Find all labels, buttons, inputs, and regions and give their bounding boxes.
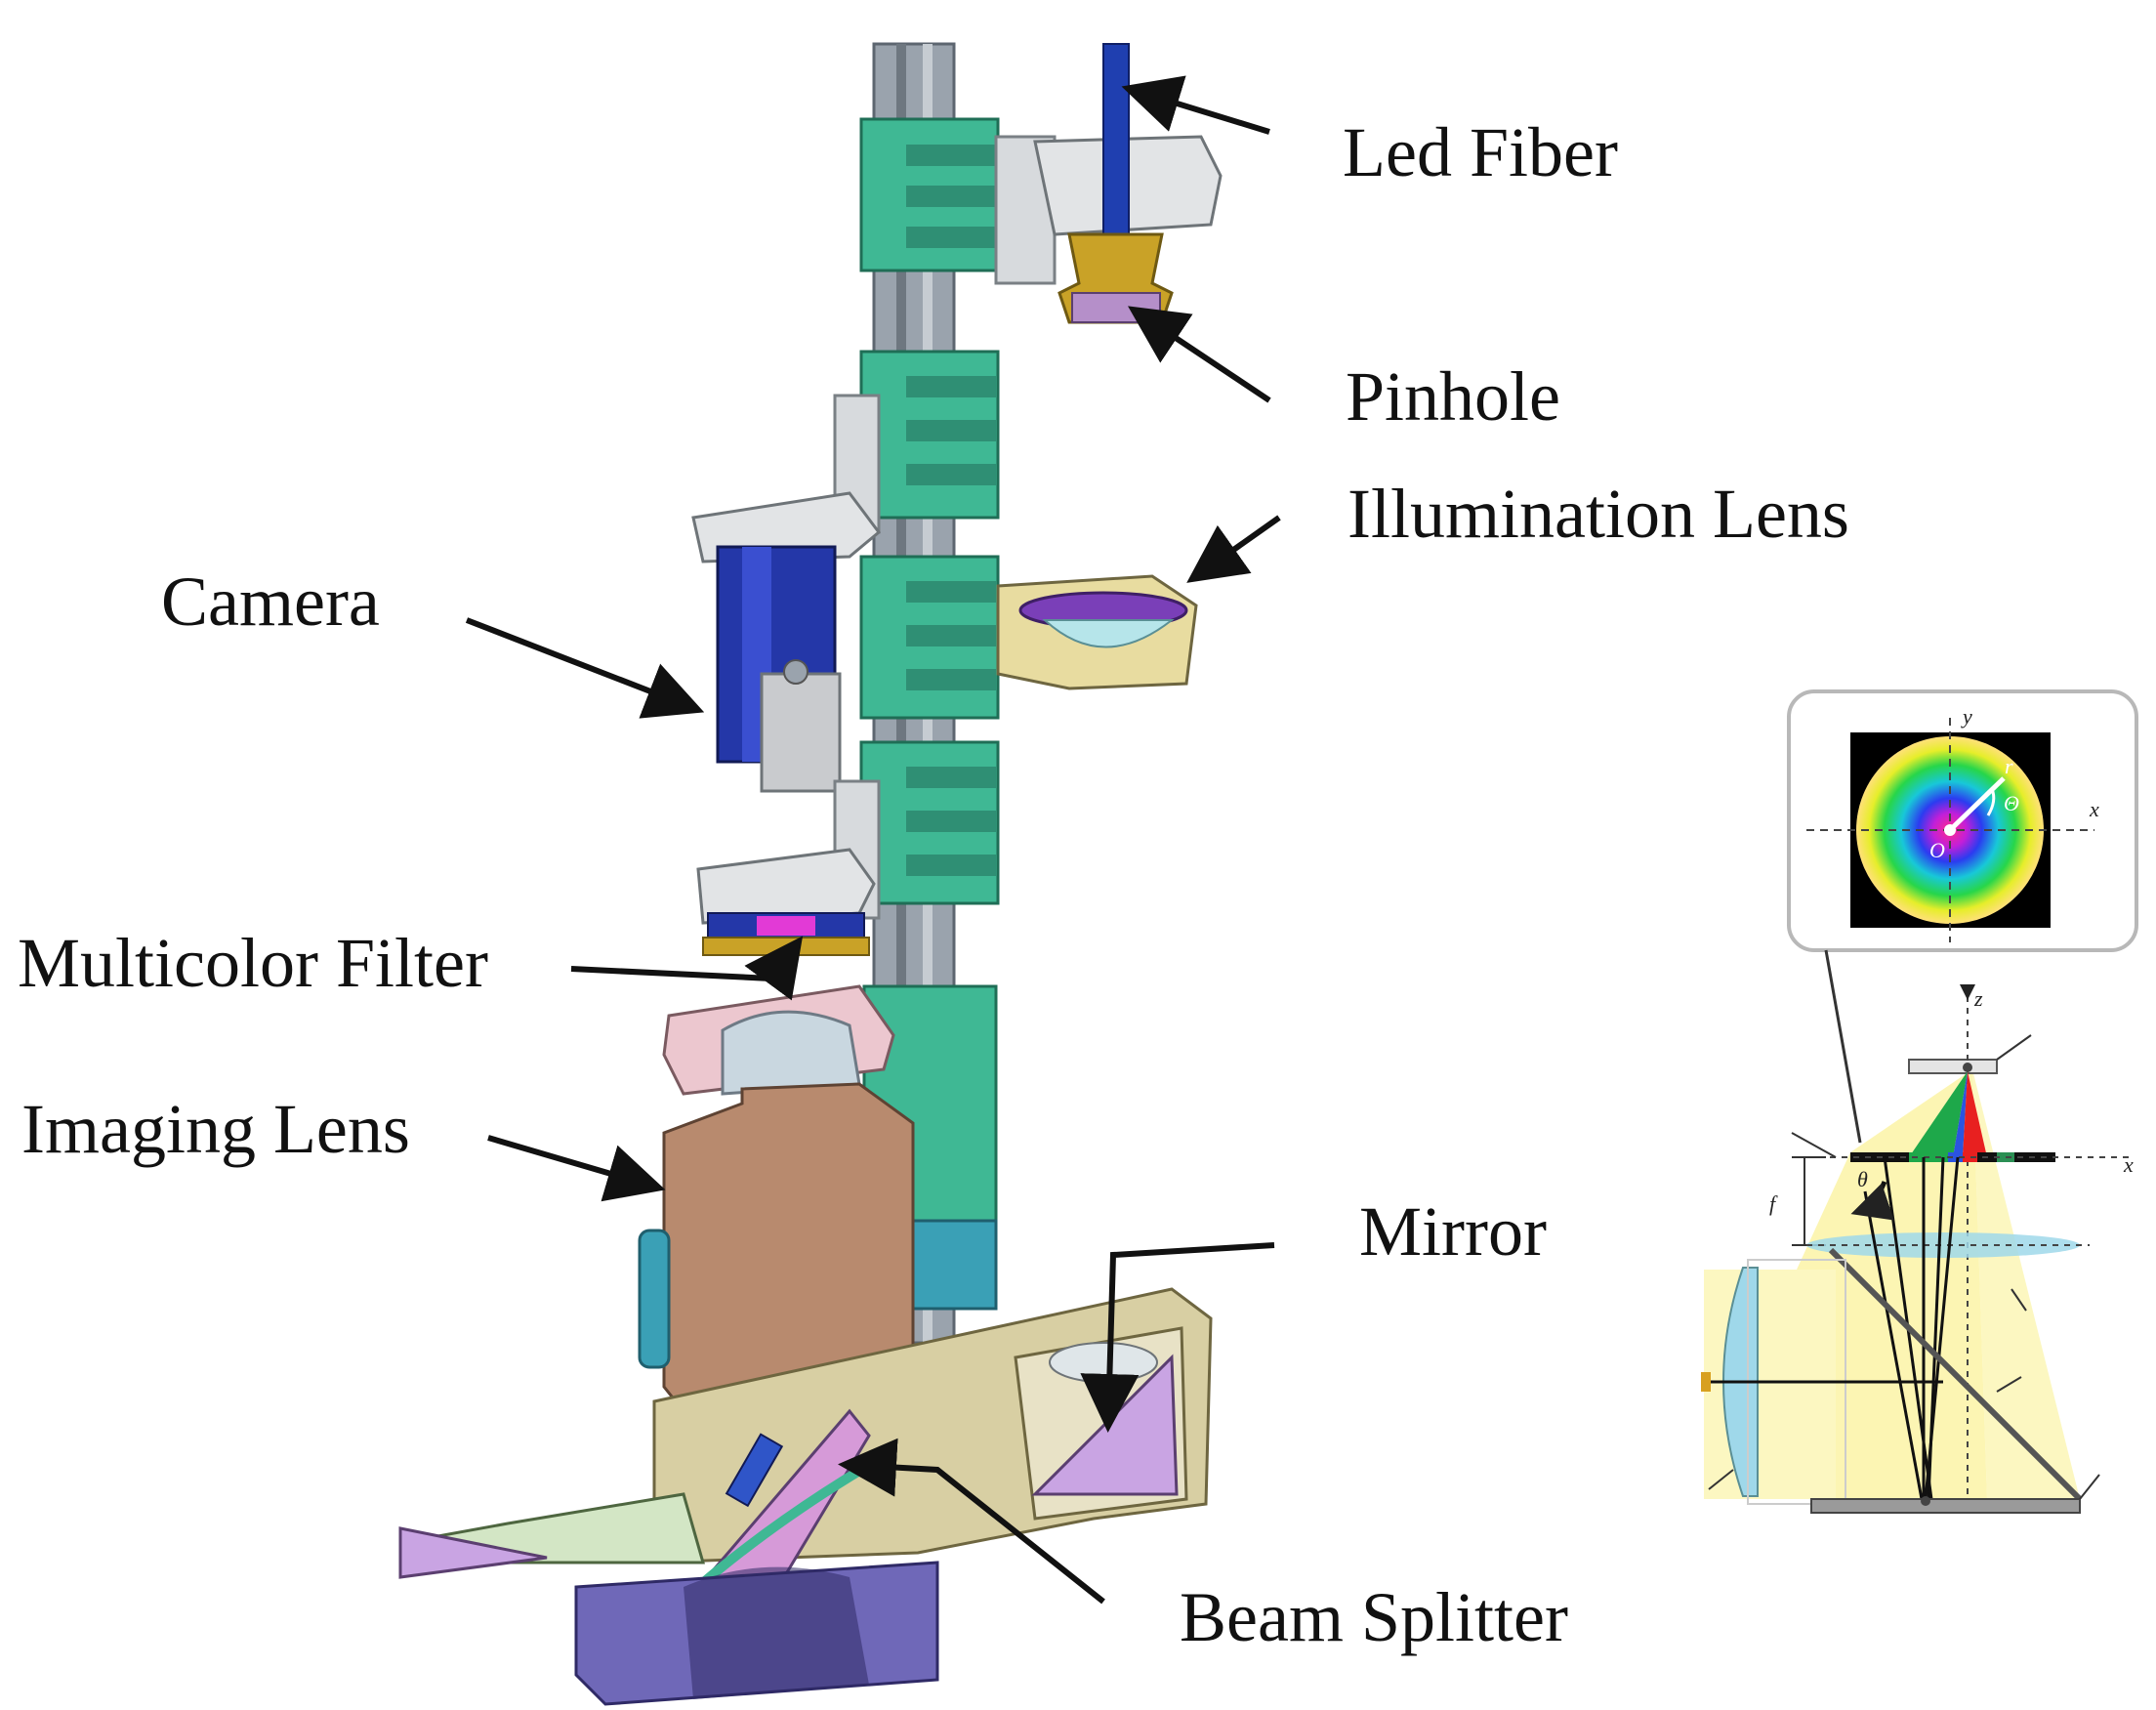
inset-radius: r	[2005, 754, 2013, 778]
label-pinhole: Pinhole	[1346, 357, 1560, 436]
inset-origin: O	[1929, 838, 1945, 862]
arrow-camera	[465, 617, 705, 719]
schematic-angle: θ	[1857, 1167, 1868, 1191]
led-fiber	[1102, 43, 1130, 240]
label-imaging-lens: Imaging Lens	[21, 1090, 410, 1168]
illumination-bracket	[859, 555, 1198, 720]
optical-schematic: z x f θ	[1701, 984, 2134, 1514]
arrow-beam-splitter	[838, 1438, 1105, 1605]
camera-unit	[691, 491, 882, 793]
label-camera: Camera	[161, 563, 380, 641]
callout-arrows	[465, 75, 1281, 1605]
camera-bracket	[833, 350, 1000, 534]
light-path-region	[1797, 1069, 1987, 1499]
schematic-axis-z: z	[1973, 986, 1983, 1011]
imaging-lens-body	[662, 1082, 915, 1413]
arrow-pinhole	[1128, 306, 1271, 403]
label-multicolor-filter: Multicolor Filter	[18, 924, 488, 1002]
schematic-beam-splitter	[1828, 1247, 2083, 1502]
label-mirror: Mirror	[1359, 1192, 1547, 1271]
inset-angle: Θ	[2004, 791, 2019, 815]
inset-axis-x: x	[2089, 797, 2099, 821]
cad-assembly	[398, 42, 1223, 1706]
label-illumination-lens: Illumination Lens	[1348, 475, 1849, 553]
arrow-illumination-lens	[1186, 515, 1281, 583]
label-beam-splitter: Beam Splitter	[1180, 1578, 1568, 1656]
arrow-mirror	[1080, 1242, 1275, 1433]
sample-plate	[1908, 1059, 1998, 1074]
arrow-multicolor-filter	[570, 936, 804, 1001]
inset-connector	[1824, 949, 1862, 1144]
inset-axis-y: y	[1961, 704, 1972, 729]
arrow-led-fiber	[1121, 75, 1270, 135]
arrow-imaging-lens	[487, 1135, 666, 1202]
label-led-fiber: Led Fiber	[1343, 113, 1618, 191]
ring-inset: y x O r Θ	[1787, 689, 2138, 1144]
schematic-axis-x: x	[2123, 1152, 2134, 1177]
schematic-focal: f	[1769, 1191, 1778, 1216]
color-cone	[1909, 1071, 1968, 1157]
fiber-bracket	[859, 117, 1223, 285]
part-labels: Led Fiber Pinhole Illumination Lens Came…	[18, 113, 1849, 1656]
schematic-base-plate	[1810, 1498, 2081, 1514]
